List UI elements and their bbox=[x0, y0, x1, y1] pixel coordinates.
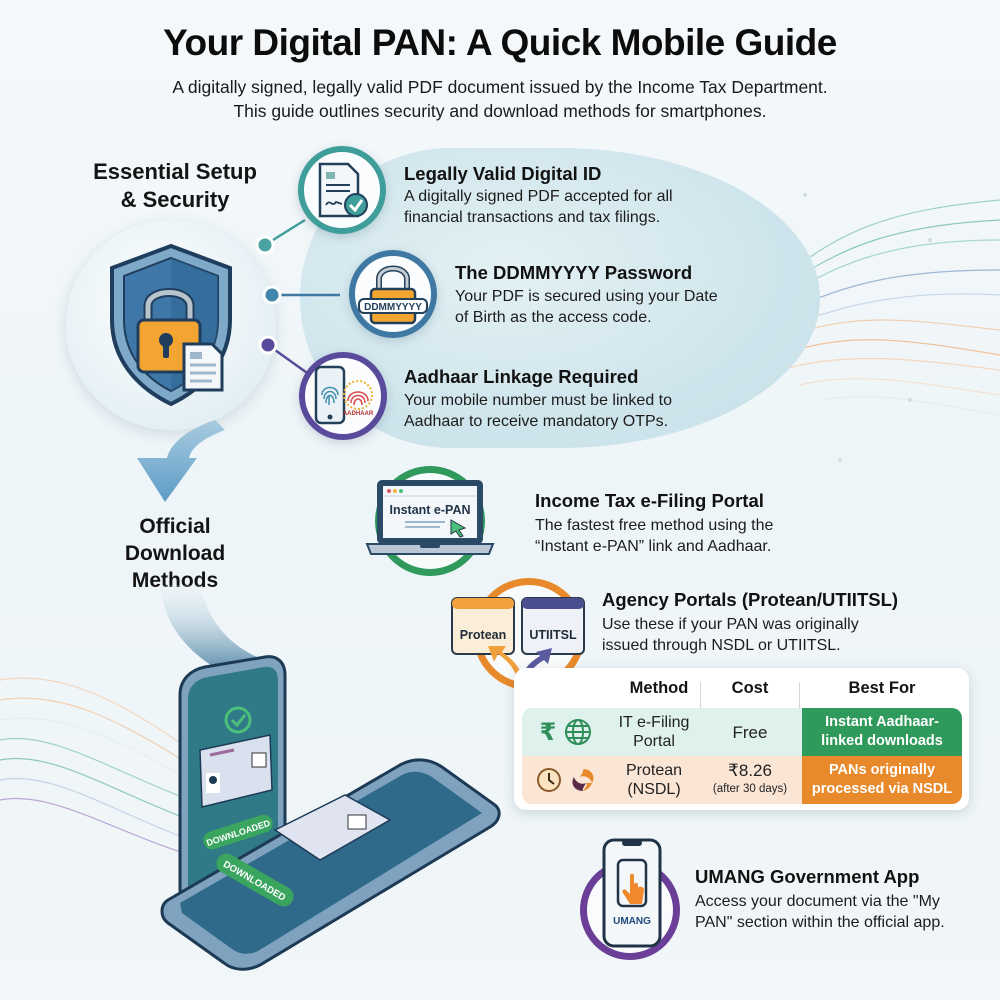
security-item-2-desc: Your PDF is secured using your Date of B… bbox=[455, 288, 718, 326]
aadhaar-linkage-circle: AADHAAR bbox=[299, 352, 387, 440]
page-title: Your Digital PAN: A Quick Mobile Guide bbox=[163, 22, 837, 63]
password-padlock-circle: DDMMYYYY bbox=[349, 250, 437, 338]
shield-circle bbox=[66, 220, 276, 430]
agency-portals-icon: Protean UTIITSL bbox=[451, 597, 585, 688]
connector-lines bbox=[255, 218, 340, 377]
best-for-cell: Instant Aadhaar-linked downloads bbox=[802, 708, 962, 756]
security-heading: Essential Setup & Security bbox=[93, 159, 257, 212]
method-1-title: Income Tax e-Filing Portal bbox=[535, 490, 764, 511]
globe-icon bbox=[565, 719, 592, 745]
cost-cell: ₹8.26(after 30 days) bbox=[712, 761, 788, 795]
security-item-1-title: Legally Valid Digital ID bbox=[404, 163, 602, 184]
signed-document-check-icon bbox=[318, 162, 368, 218]
method-2-title: Agency Portals (Protean/UTIITSL) bbox=[602, 589, 899, 610]
subtitle-line-2: This guide outlines security and downloa… bbox=[233, 101, 767, 121]
method-cell: Protean(NSDL) bbox=[625, 762, 683, 798]
subtitle-line-1: A digitally signed, legally valid PDF do… bbox=[172, 77, 828, 97]
rupee-icon: ₹ bbox=[539, 718, 557, 746]
table-header-cost: Cost bbox=[731, 679, 769, 697]
svg-text:AADHAAR: AADHAAR bbox=[343, 411, 374, 417]
lying-phone: DOWNLOADED bbox=[160, 758, 501, 971]
svg-text:Instant e-PAN: Instant e-PAN bbox=[389, 503, 470, 517]
protean-logo-icon bbox=[572, 769, 594, 791]
decorative-waves-left bbox=[0, 677, 190, 856]
security-item-3-title: Aadhaar Linkage Required bbox=[404, 366, 639, 387]
svg-text:DDMMYYYY: DDMMYYYY bbox=[364, 302, 422, 313]
arrow-down-icon bbox=[137, 420, 225, 502]
table-header-best-for: Best For bbox=[848, 679, 916, 697]
security-item-1-desc: A digitally signed PDF accepted for all … bbox=[404, 188, 673, 226]
row-icons: ₹ bbox=[526, 708, 606, 756]
signed-document-circle bbox=[298, 146, 386, 234]
phones-illustration: DOWNLOADED DOWNLOADED bbox=[160, 655, 501, 971]
standing-phone: DOWNLOADED bbox=[178, 655, 287, 907]
page-subtitle: A digitally signed, legally valid PDF do… bbox=[0, 75, 1000, 123]
method-3-title: UMANG Government App bbox=[695, 866, 920, 887]
method-3-desc: Access your document via the "My PAN" se… bbox=[695, 893, 945, 931]
padlock-password-icon: DDMMYYYY bbox=[358, 265, 428, 325]
clock-icon bbox=[537, 768, 561, 792]
umang-app-phone-icon: UMANG bbox=[602, 838, 662, 948]
security-item-2-title: The DDMMYYYY Password bbox=[455, 262, 693, 283]
svg-text:UTIITSL: UTIITSL bbox=[529, 628, 577, 642]
svg-text:Protean: Protean bbox=[460, 628, 507, 642]
cost-cell: Free bbox=[732, 722, 768, 742]
method-2-desc: Use these if your PAN was originally iss… bbox=[602, 616, 859, 654]
shield-lock-document-icon bbox=[110, 243, 232, 407]
table-row: Protean(NSDL) ₹8.26(after 30 days) PANs … bbox=[522, 756, 962, 804]
security-item-3-desc: Your mobile number must be linked to Aad… bbox=[404, 392, 672, 430]
table-header-method: Method bbox=[629, 679, 689, 697]
laptop-instant-epan-icon: Instant e-PAN bbox=[365, 480, 495, 555]
row-icons bbox=[526, 756, 606, 804]
svg-text:UMANG: UMANG bbox=[613, 916, 651, 927]
download-methods-heading: Official Download Methods bbox=[124, 515, 226, 592]
phone-fingerprint-aadhaar-icon: AADHAAR bbox=[314, 365, 374, 425]
method-1-desc: The fastest free method using the “Insta… bbox=[535, 517, 774, 555]
